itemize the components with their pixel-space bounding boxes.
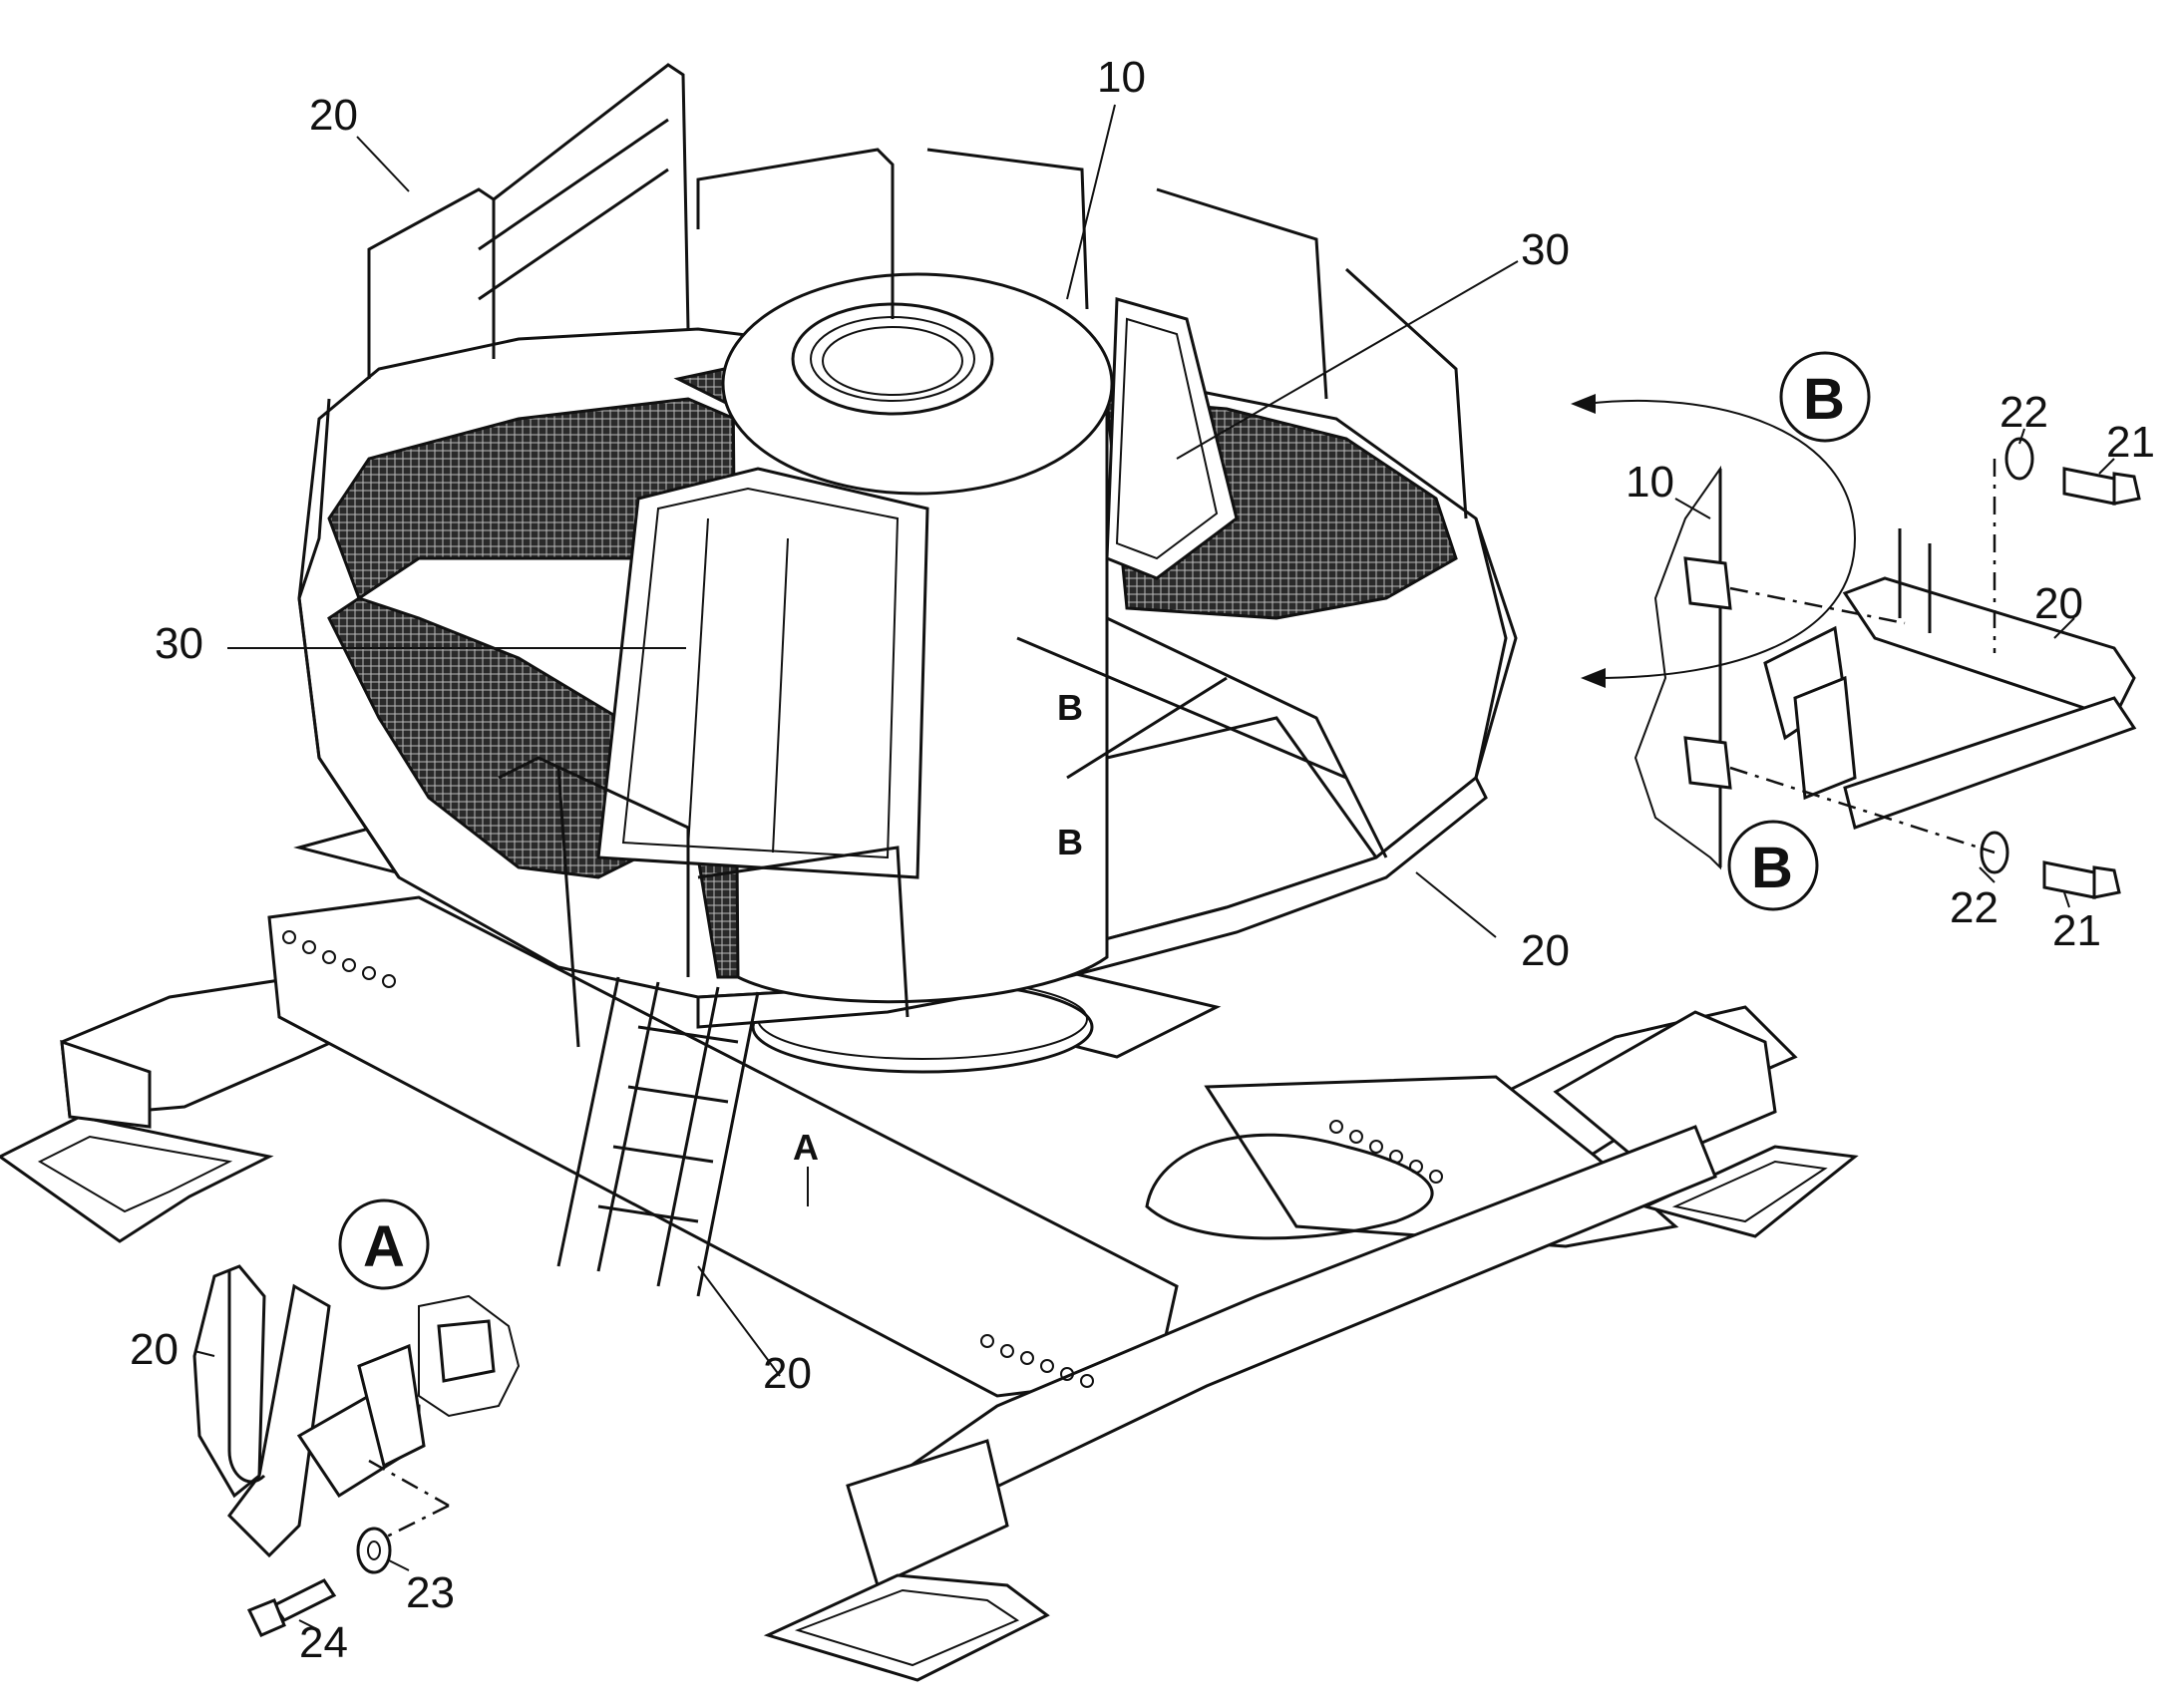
bolt-21-bottom xyxy=(2042,860,2096,899)
tower xyxy=(596,272,1239,1004)
washer-23 xyxy=(356,1527,392,1574)
detail-b-label-top: B xyxy=(1803,367,1845,432)
washer-22-top xyxy=(2004,437,2034,481)
bolt-21-top xyxy=(2062,467,2116,506)
callout-20-right: 20 xyxy=(1521,926,1570,975)
detail-b: B B xyxy=(1571,351,2141,911)
detail-a: A xyxy=(192,1198,521,1637)
callout-b-upper: B xyxy=(1057,687,1083,728)
callout-10: 10 xyxy=(1097,53,1146,102)
detail-a-label: A xyxy=(363,1214,405,1279)
detail-b-label-bottom: B xyxy=(1751,836,1793,900)
detail-a-callout-23: 23 xyxy=(406,1568,455,1617)
detail-b-circle-bottom xyxy=(1727,820,1819,911)
detail-b-callout-20: 20 xyxy=(2034,579,2083,628)
detail-b-circle-top xyxy=(1779,351,1871,443)
ladder xyxy=(556,976,760,1297)
detail-b-callout-21-top: 21 xyxy=(2106,418,2155,467)
base-frame xyxy=(0,816,1859,1682)
detail-b-callout-22-bottom: 22 xyxy=(1950,883,1998,932)
detail-a-callout-24: 24 xyxy=(299,1618,348,1667)
callout-a-ladder: A xyxy=(793,1127,819,1168)
detail-b-callout-21-bottom: 21 xyxy=(2052,906,2101,955)
detail-a-callout-20: 20 xyxy=(130,1325,179,1374)
detail-b-callout-10: 10 xyxy=(1626,458,1674,507)
callout-30-right: 30 xyxy=(1521,225,1570,274)
callout-20-ladder: 20 xyxy=(763,1349,812,1398)
callout-20-top-left: 20 xyxy=(309,91,358,140)
detail-b-callout-22-top: 22 xyxy=(1999,388,2048,437)
callout-b-lower: B xyxy=(1057,822,1083,862)
bolt-24 xyxy=(271,1578,337,1622)
callout-30-left: 30 xyxy=(155,619,203,668)
detail-a-circle xyxy=(338,1198,430,1290)
main-leaders xyxy=(227,104,1519,1377)
railings xyxy=(297,63,1508,1048)
